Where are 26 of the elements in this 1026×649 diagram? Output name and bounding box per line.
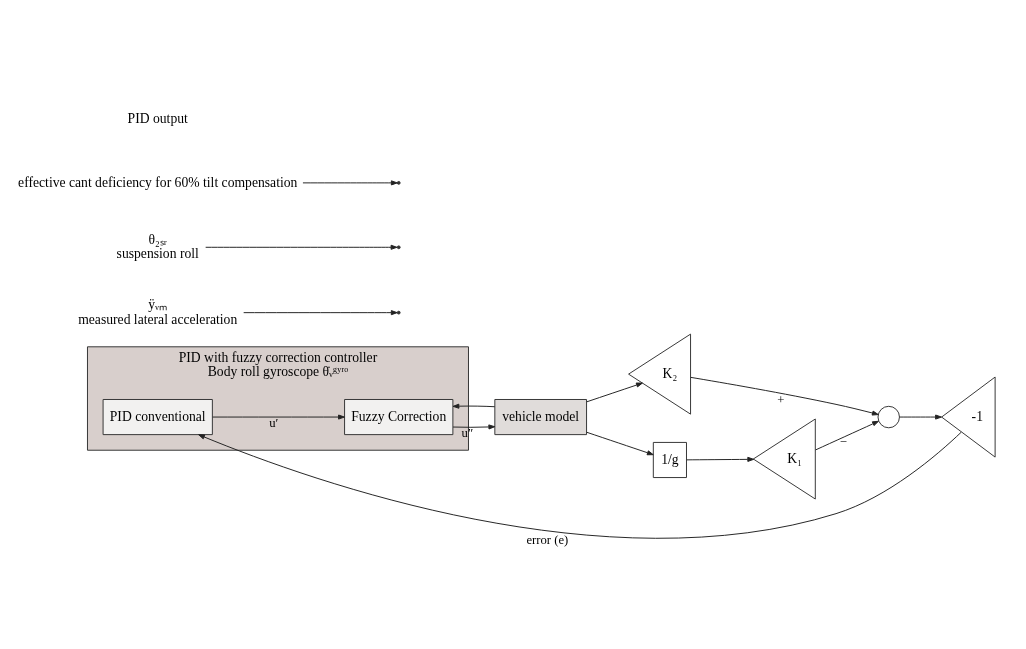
node-circle (877, 405, 900, 429)
arrow (302, 180, 398, 186)
arrow (212, 414, 345, 420)
node-box: Fuzzy Correction (344, 399, 454, 436)
node-text: effective cant deficiency for 60% tilt compensation (18, 174, 298, 190)
node-text: θ₂ₛᵣ suspension roll (116, 231, 199, 262)
node-box: PID conventional (102, 399, 213, 436)
arrow (690, 376, 879, 416)
arrow (452, 424, 496, 430)
arrow (815, 420, 879, 451)
edge-label: error (e) (526, 532, 569, 547)
arrow (243, 310, 398, 316)
edge-label: − (839, 434, 847, 449)
node-text: ÿᵥₘ measured lateral acceleration (78, 296, 238, 327)
arrow (198, 431, 962, 539)
arrow (686, 456, 755, 462)
edge-label: u′ (269, 416, 279, 431)
edge-label: + (777, 393, 785, 408)
node-box: vehicle model (494, 399, 588, 436)
arrow (899, 414, 942, 420)
arrow (586, 431, 654, 456)
label: PID output (127, 111, 188, 127)
arrow (452, 403, 496, 409)
arrow (586, 382, 643, 403)
arrow (205, 244, 398, 250)
node-box: 1/g (652, 441, 687, 479)
